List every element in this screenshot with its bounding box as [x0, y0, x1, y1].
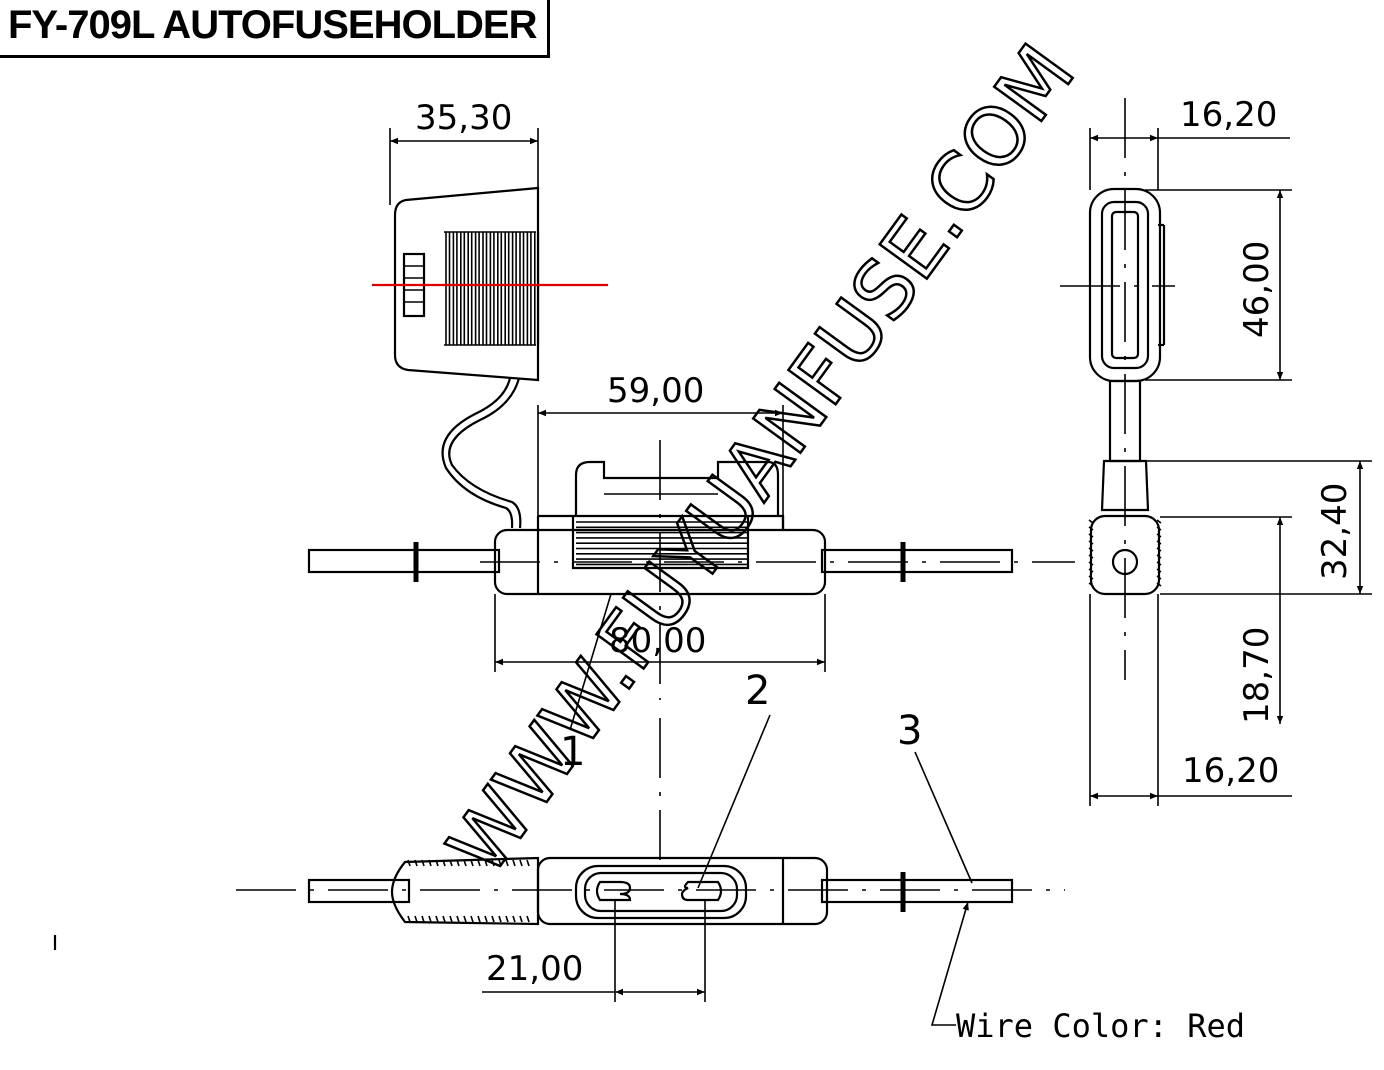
svg-text:2: 2 — [745, 668, 770, 714]
callout-2: 2 — [697, 668, 771, 889]
dim-label-32-40: 32,40 — [1315, 483, 1355, 580]
wire-color-note: Wire Color: Red — [930, 901, 1245, 1045]
dim-body-length: 59,00 — [537, 371, 784, 516]
dim-side-height: 46,00 — [1145, 189, 1292, 381]
dim-side-offset: 32,40 — [1146, 460, 1372, 595]
side-view — [1060, 98, 1175, 680]
dim-label-16-20-bottom: 16,20 — [1182, 751, 1279, 791]
dim-label-21-00: 21,00 — [486, 949, 583, 989]
dim-label-35-30: 35,30 — [415, 98, 512, 138]
svg-text:1: 1 — [560, 729, 585, 775]
dim-label-16-20-top: 16,20 — [1180, 95, 1277, 135]
dim-label-18-70: 18,70 — [1237, 627, 1277, 724]
dim-top-width: 35,30 — [389, 98, 539, 205]
top-view-cover — [372, 186, 608, 529]
dim-label-46-00: 46,00 — [1237, 241, 1277, 338]
callout-3: 3 — [897, 708, 973, 884]
dim-label-59-00: 59,00 — [607, 371, 704, 411]
callout-1: 1 — [560, 729, 585, 775]
drawing-title: FY-709L AUTOFUSEHOLDER — [8, 3, 537, 47]
dim-label-80-00: 80,00 — [609, 621, 706, 661]
watermark-text: WWW.FUYUANFUSE.COM — [430, 28, 1093, 891]
dim-side-width-top: 16,20 — [1089, 95, 1290, 190]
dim-side-width-bottom: 16,20 — [1089, 594, 1292, 806]
front-view-holder — [307, 460, 1014, 731]
title-block: FY-709L AUTOFUSEHOLDER — [0, 0, 550, 58]
svg-text:3: 3 — [897, 708, 922, 754]
dim-terminal-spacing: 21,00 — [482, 900, 706, 1002]
dim-side-depth: 18,70 — [1160, 516, 1292, 724]
bottom-view — [236, 856, 1065, 926]
svg-text:Wire Color: Red: Wire Color: Red — [956, 1007, 1245, 1045]
